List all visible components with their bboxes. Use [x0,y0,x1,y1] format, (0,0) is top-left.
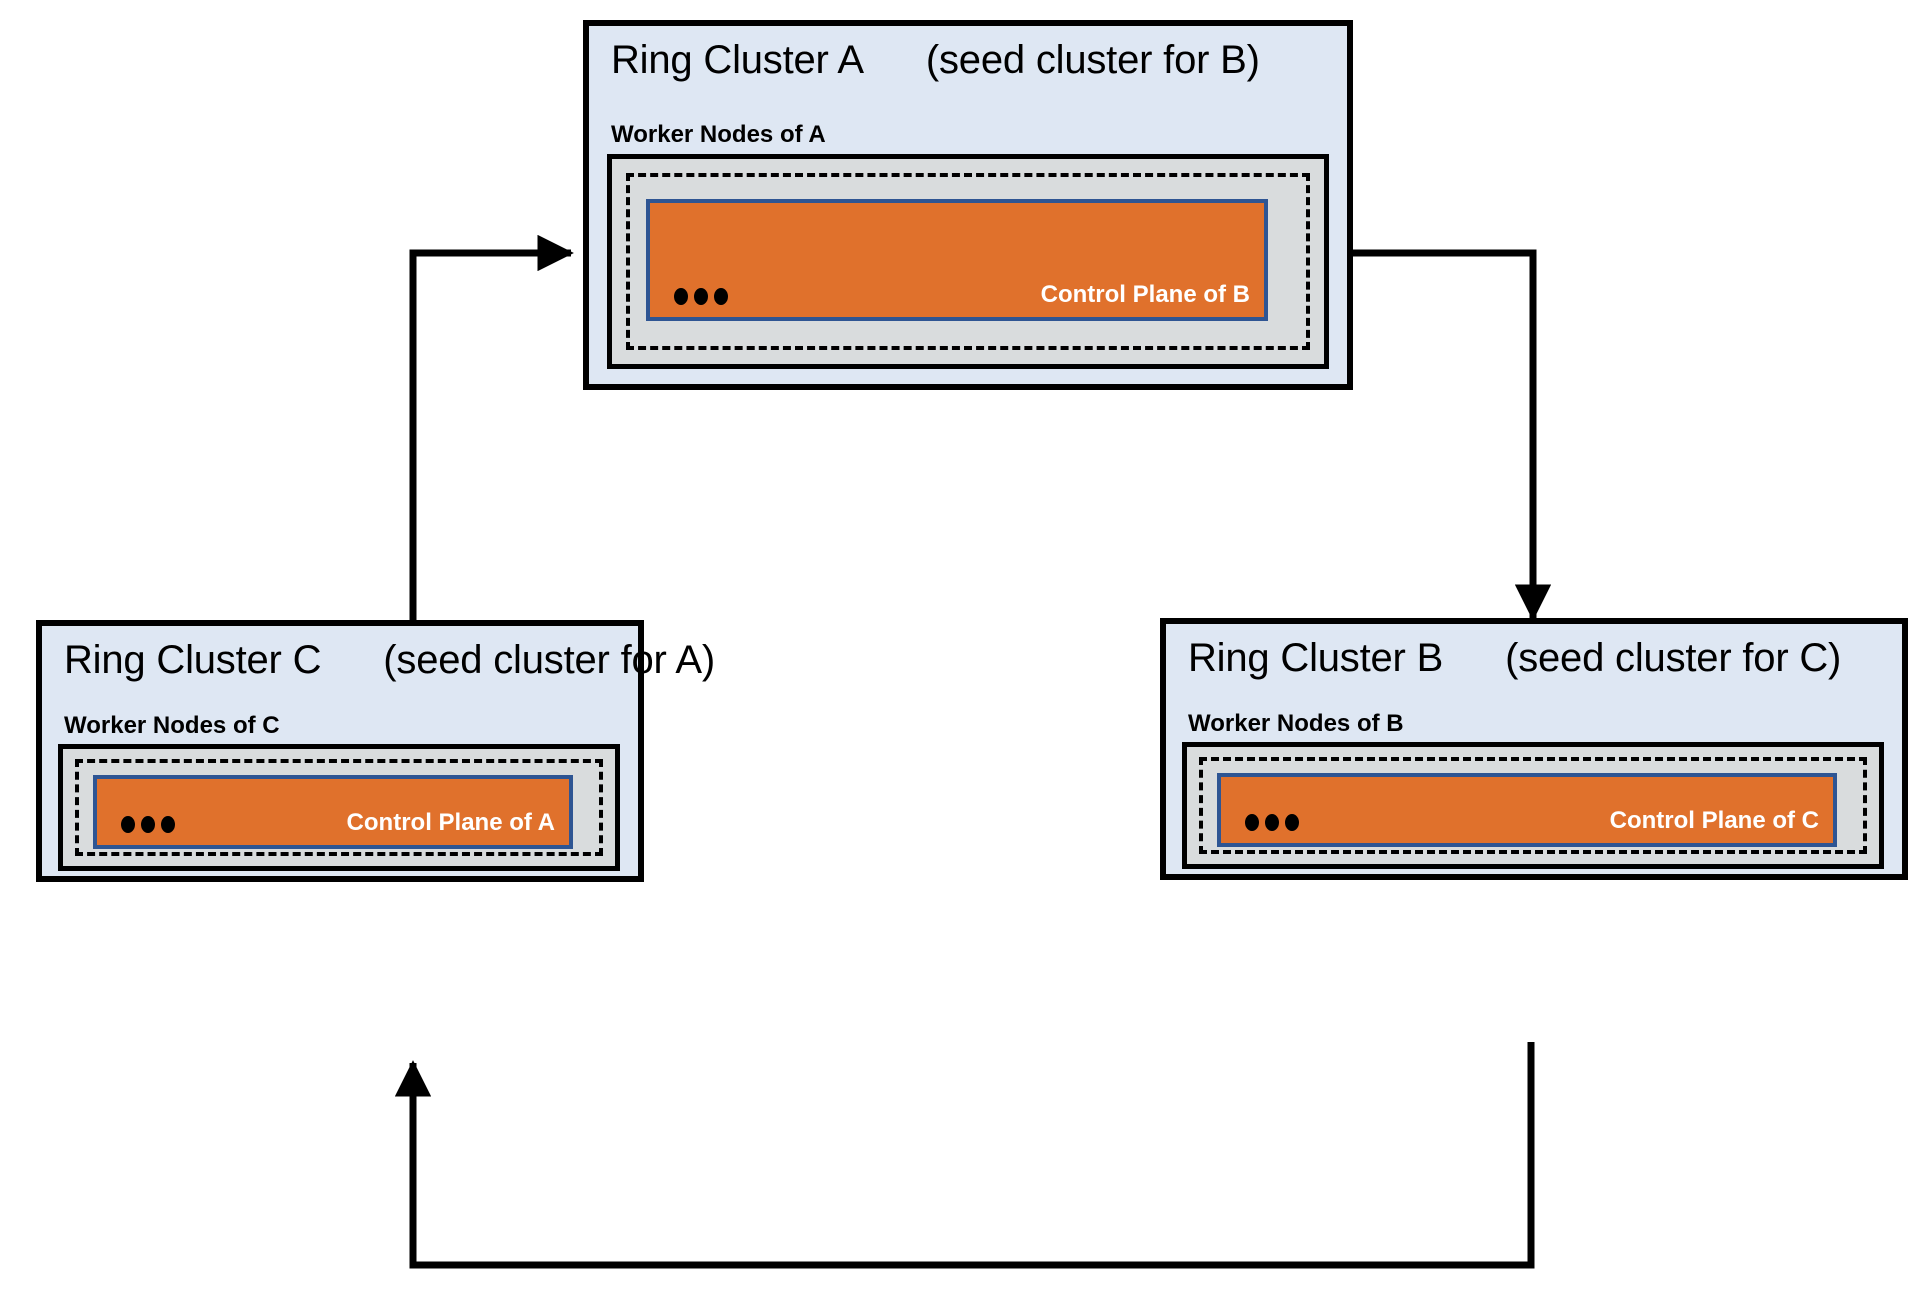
cluster-a[interactable]: Ring Cluster A (seed cluster for B) Worke… [583,20,1353,390]
cluster-c-ellipsis-dots [121,816,175,833]
cluster-a-dashed-frame [626,173,1310,350]
cluster-b-seed-note: (seed cluster for C) [1505,636,1842,680]
cluster-c-control-plane-label: Control Plane of A [346,809,555,836]
cluster-c-dashed-frame [75,759,603,856]
dot-3 [1285,814,1299,831]
dot-3 [714,288,728,305]
dot-1 [674,288,688,305]
cluster-b-name: Ring Cluster B [1188,636,1444,680]
cluster-a-title: Ring Cluster A (seed cluster for B) [611,38,1260,83]
cluster-c[interactable]: Ring Cluster C (seed cluster for A) Worke… [36,620,715,882]
cluster-a-control-plane[interactable]: Control Plane of B [646,199,1268,321]
cluster-a-worker-label: Worker Nodes of A [611,121,826,148]
dot-3 [161,816,175,833]
dot-2 [141,816,155,833]
arrow-b-to-c [394,1042,1535,1269]
cluster-a-name: Ring Cluster A [611,38,864,82]
dot-2 [1265,814,1279,831]
cluster-c-control-plane[interactable]: Control Plane of A [93,775,573,849]
cluster-c-seed-note: (seed cluster for A) [383,638,715,682]
cluster-c-worker-band[interactable]: Control Plane of A [58,744,620,871]
arrow-c-to-a [409,234,574,620]
cluster-b-control-plane-label: Control Plane of C [1609,807,1819,834]
cluster-a-control-plane-label: Control Plane of B [1040,281,1250,308]
cluster-b-ellipsis-dots [1245,814,1299,831]
cluster-b-dashed-frame [1199,757,1867,854]
dot-1 [1245,814,1259,831]
dot-2 [694,288,708,305]
cluster-b[interactable]: Ring Cluster B (seed cluster for C) Worke… [1160,618,1908,880]
cluster-b-worker-label: Worker Nodes of B [1188,710,1404,737]
cluster-c-title: Ring Cluster C (seed cluster for A) [64,638,715,683]
cluster-c-worker-label: Worker Nodes of C [64,712,280,739]
arrow-a-to-b [1353,249,1552,621]
cluster-b-title: Ring Cluster B (seed cluster for C) [1188,636,1841,681]
cluster-a-worker-band[interactable]: Control Plane of B [607,154,1329,369]
dot-1 [121,816,135,833]
cluster-b-worker-band[interactable]: Control Plane of C [1182,742,1884,869]
cluster-a-ellipsis-dots [674,288,728,305]
cluster-c-name: Ring Cluster C [64,638,322,682]
cluster-b-control-plane[interactable]: Control Plane of C [1217,773,1837,847]
cluster-a-seed-note: (seed cluster for B) [925,38,1260,82]
